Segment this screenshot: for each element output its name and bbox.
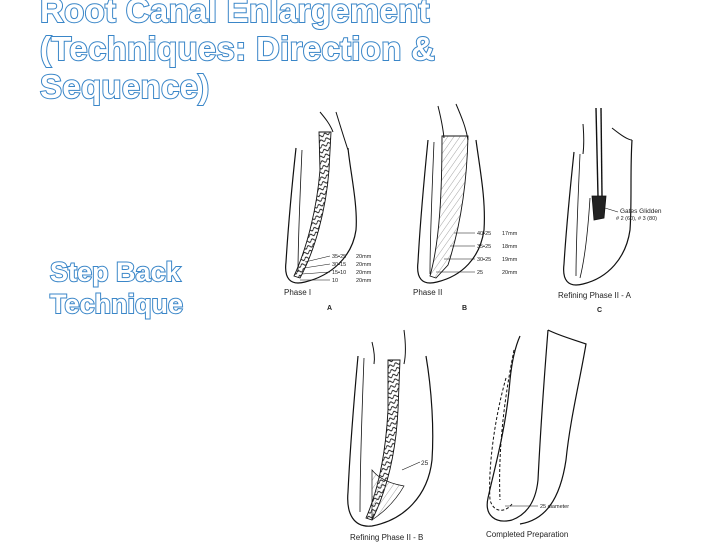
instrument-label: Gates Glidden <box>620 208 662 215</box>
tooth-outer-crown <box>319 111 334 133</box>
completed-caption: Completed Preparation <box>486 530 568 539</box>
tooth-crown-right <box>403 329 406 365</box>
working-length-label: 20mm <box>502 270 518 276</box>
figure-phase-2: 40▪25 17mm 35▪25 18mm 30▪25 19mm 25 20mm Phase … <box>413 103 518 312</box>
panel-c-label: C <box>597 307 602 314</box>
panel-b-label: B <box>462 305 467 312</box>
file-size-label: 35▪25 <box>477 244 491 250</box>
refining-2a-caption: Refining Phase II - A <box>558 291 632 300</box>
file-size-label: 40▪25 <box>477 231 491 237</box>
refining-2b-caption: Refining Phase II - B <box>350 533 423 542</box>
working-length-label: 20mm <box>356 278 372 284</box>
figure-phase-1: 35▪25 20mm 30▪15 20mm 15▪10 20mm 10 20mm Phase … <box>284 111 372 312</box>
prepared-canal <box>371 469 405 521</box>
measurement-labels: 35▪25 20mm 30▪15 20mm 15▪10 20mm 10 20mm <box>332 254 372 284</box>
title-line-3: Sequence) <box>39 67 210 106</box>
file-size-label: 35▪25 <box>332 254 346 260</box>
tooth-outline <box>563 139 633 286</box>
tooth-outline <box>417 139 485 284</box>
tooth-crown-right <box>611 127 633 141</box>
working-length-label: 17mm <box>502 231 518 237</box>
file-size-label: 10 <box>332 278 338 284</box>
measurement-labels: 40▪25 17mm 35▪25 18mm 30▪25 19mm 25 20mm <box>477 231 518 276</box>
working-length-label: 20mm <box>356 254 372 260</box>
prepared-canal-inner <box>499 349 515 501</box>
tooth-inner-wall <box>359 357 365 513</box>
gates-glidden-drill <box>591 107 607 221</box>
file-size-label: 25 <box>477 270 483 276</box>
tooth-crown-right <box>335 111 349 151</box>
phase-1-caption: Phase I <box>284 288 311 297</box>
working-length-label: 18mm <box>502 244 518 250</box>
figure-refining-2a: Gates Glidden # 2 (60), # 3 (80) Refinin… <box>558 107 662 314</box>
figure-completed: 25 diameter Completed Preparation <box>486 329 587 539</box>
tooth-inner-wall <box>429 141 435 275</box>
tooth-crown-left <box>437 105 445 139</box>
working-length-label: 20mm <box>356 262 372 268</box>
canal-file <box>293 131 332 279</box>
file-size-label: 30▪25 <box>477 257 491 263</box>
panel-a-label: A <box>327 305 332 312</box>
working-length-label: 20mm <box>356 270 372 276</box>
figure-refining-2b: 25 Refining Phase II - B <box>347 329 434 542</box>
file-leader <box>401 461 421 471</box>
tooth-outline <box>285 147 357 284</box>
canal-space <box>579 197 591 279</box>
tooth-inner-wall <box>575 153 581 277</box>
file-size-label: 30▪15 <box>332 262 346 268</box>
technique-line-2: Technique <box>49 288 184 320</box>
file-size-label: 15▪10 <box>332 270 346 276</box>
measurement-leaders <box>436 232 475 273</box>
instrument-note: # 2 (60), # 3 (80) <box>616 216 657 222</box>
tooth-outline <box>347 355 434 527</box>
tooth-crown-left <box>582 123 585 155</box>
file-size-label: 25 <box>421 460 429 467</box>
crown-outline <box>519 329 587 525</box>
phase-2-caption: Phase II <box>413 288 442 297</box>
technique-label: Step Back Technique <box>49 256 184 320</box>
slide-title: Root Canal Enlargement (Techniques: Dire… <box>39 0 436 106</box>
technique-line-1: Step Back <box>49 256 182 288</box>
title-line-1: Root Canal Enlargement <box>39 0 431 30</box>
tooth-crown-right <box>455 103 469 141</box>
enlarged-canal <box>429 135 469 279</box>
tooth-crown-left <box>371 341 375 365</box>
diameter-label: 25 diameter <box>540 504 569 510</box>
measurement-leaders <box>300 255 331 281</box>
working-length-label: 19mm <box>502 257 518 263</box>
tooth-inner-wall <box>297 149 303 273</box>
tooth-outline <box>486 329 549 522</box>
title-line-2: (Techniques: Direction & <box>39 29 436 68</box>
drill-leader <box>604 207 619 213</box>
prepared-canal-outline <box>489 377 513 511</box>
